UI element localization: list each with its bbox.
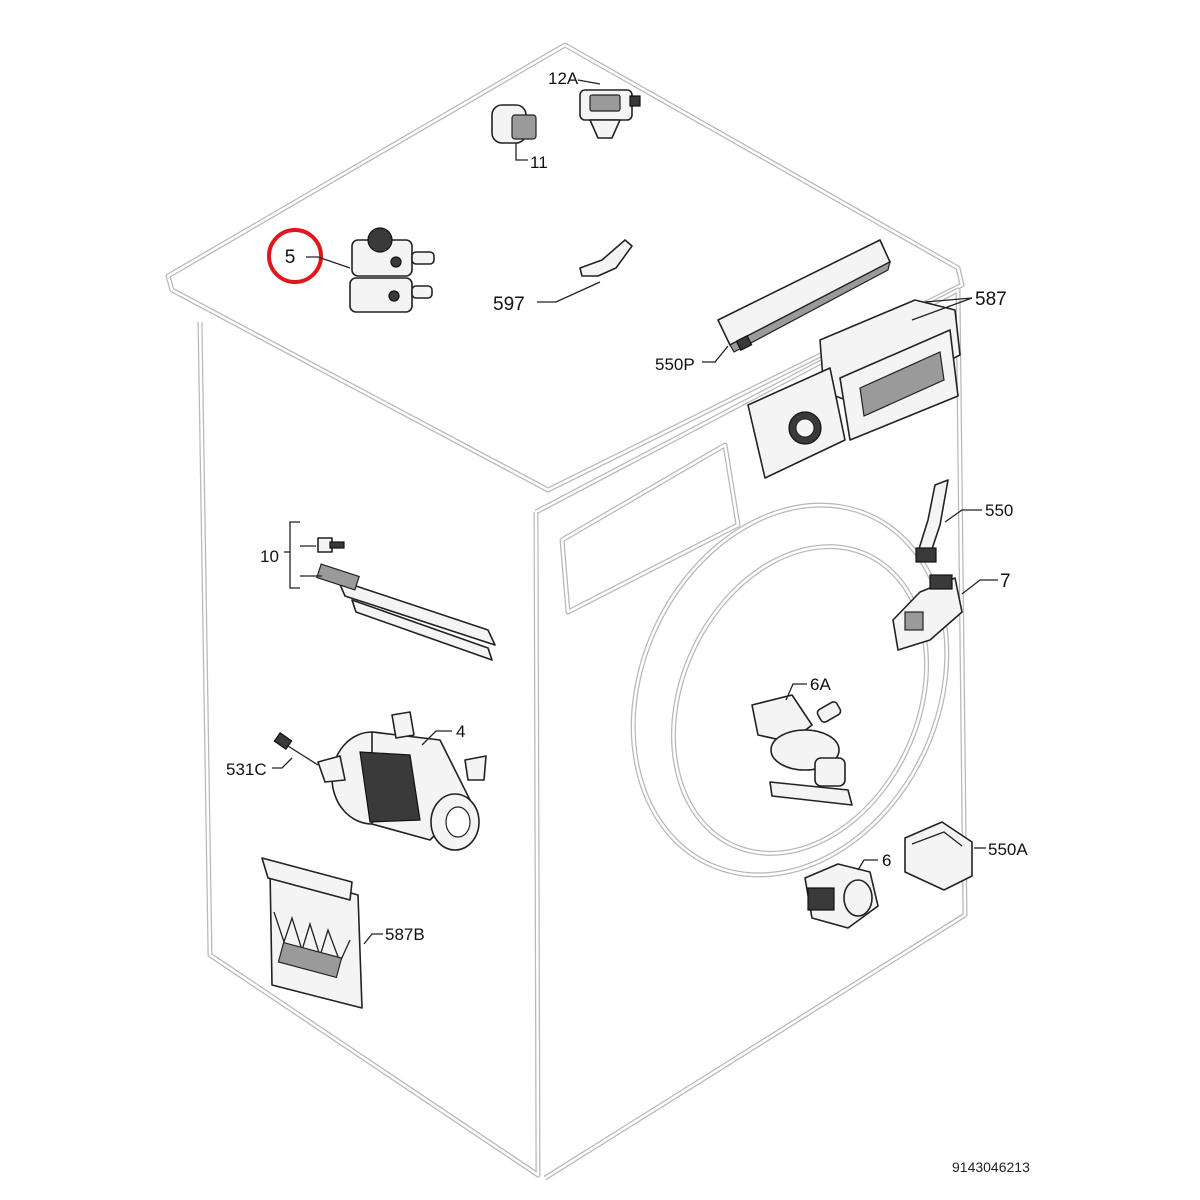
heating-element-part[interactable]: [316, 537, 496, 661]
drain-pump-part[interactable]: [751, 694, 853, 806]
leader-4: [421, 730, 452, 746]
inlet-valve-part[interactable]: [349, 227, 435, 313]
leader-587: [911, 297, 973, 321]
callout-597: 597: [493, 294, 525, 315]
door-handle-part[interactable]: [915, 479, 949, 563]
callout-550P: 550P: [655, 355, 695, 374]
leader-12A: [577, 79, 601, 85]
highlight-ring: [267, 228, 323, 284]
callout-12A: 12A: [548, 69, 579, 88]
callout-6A: 6A: [810, 675, 831, 694]
leader-6A: [785, 683, 807, 701]
leader-531C: [272, 757, 293, 769]
leader-11: [515, 143, 528, 161]
leader-7: [961, 579, 998, 595]
callout-10: 10: [260, 547, 279, 566]
callout-587: 587: [975, 289, 1007, 310]
leader-550: [944, 509, 982, 523]
door-lock-part[interactable]: [892, 574, 963, 651]
machine-body-outline: [165, 42, 968, 1181]
leader-5: [306, 256, 351, 269]
callout-587B: 587B: [385, 925, 425, 944]
bolt-part[interactable]: [273, 732, 319, 766]
callout-5: 5: [285, 247, 296, 268]
callout-7: 7: [1000, 571, 1011, 592]
pressure-switch-part[interactable]: [579, 89, 641, 139]
leader-10: [284, 521, 322, 589]
callout-531C: 531C: [226, 760, 267, 779]
leader-597: [537, 281, 601, 303]
leader-6: [857, 859, 878, 871]
callout-4: 4: [456, 722, 465, 741]
capacitor-part[interactable]: [491, 104, 537, 144]
callout-550A: 550A: [988, 840, 1028, 859]
callout-11: 11: [530, 153, 548, 172]
diagram-code: 9143046213: [952, 1159, 1030, 1175]
panel-part[interactable]: [717, 239, 891, 353]
leader-587B: [363, 933, 383, 945]
callout-6: 6: [882, 851, 891, 870]
callout-550: 550: [985, 501, 1013, 520]
pump-part[interactable]: [804, 863, 879, 929]
clip-part[interactable]: [579, 239, 633, 277]
motor-part[interactable]: [317, 711, 487, 851]
power-module-part[interactable]: [261, 857, 363, 1009]
control-board-part[interactable]: [747, 299, 961, 479]
leader-550P: [702, 345, 729, 363]
filter-cover-part[interactable]: [904, 821, 973, 891]
